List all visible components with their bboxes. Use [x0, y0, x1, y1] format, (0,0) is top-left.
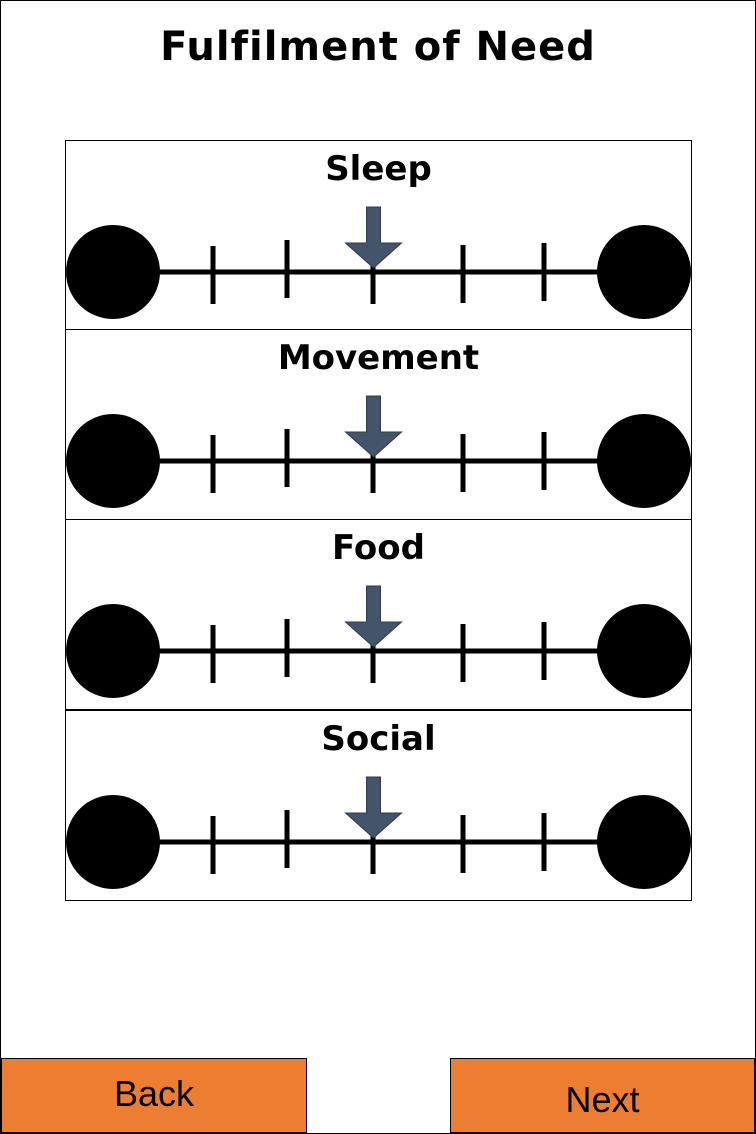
pointer-arrow-icon[interactable] [344, 585, 403, 648]
pointer-arrow-icon[interactable] [344, 206, 403, 269]
scale-left-endpoint [66, 225, 160, 319]
pointer-arrow-icon[interactable] [344, 776, 403, 839]
scale-right-endpoint [597, 795, 691, 889]
slider-social[interactable] [66, 711, 693, 900]
scale-food: Food [65, 519, 692, 710]
scale-sleep: Sleep [65, 140, 692, 331]
next-button[interactable]: Next [450, 1058, 755, 1133]
next-button-label: Next [565, 1079, 640, 1120]
scale-left-endpoint [66, 604, 160, 698]
back-button-label: Back [113, 1073, 195, 1114]
scale-social: Social [65, 710, 692, 901]
scale-movement: Movement [65, 329, 692, 520]
slider-sleep[interactable] [66, 141, 693, 330]
scale-left-endpoint [66, 795, 160, 889]
pointer-arrow-icon[interactable] [344, 395, 403, 458]
scales-container: Sleep Movement Food Social [65, 140, 692, 901]
scale-right-endpoint [597, 225, 691, 319]
slider-food[interactable] [66, 520, 693, 709]
scale-label: Social [321, 719, 436, 759]
scale-label: Sleep [325, 149, 432, 189]
scale-label: Food [332, 528, 425, 568]
scale-label: Movement [277, 338, 480, 378]
back-button[interactable]: Back [1, 1058, 307, 1133]
page-title: Fulfilment of Need [160, 24, 596, 70]
slider-movement[interactable] [66, 330, 693, 519]
scale-left-endpoint [66, 414, 160, 508]
scale-right-endpoint [597, 604, 691, 698]
scale-right-endpoint [597, 414, 691, 508]
